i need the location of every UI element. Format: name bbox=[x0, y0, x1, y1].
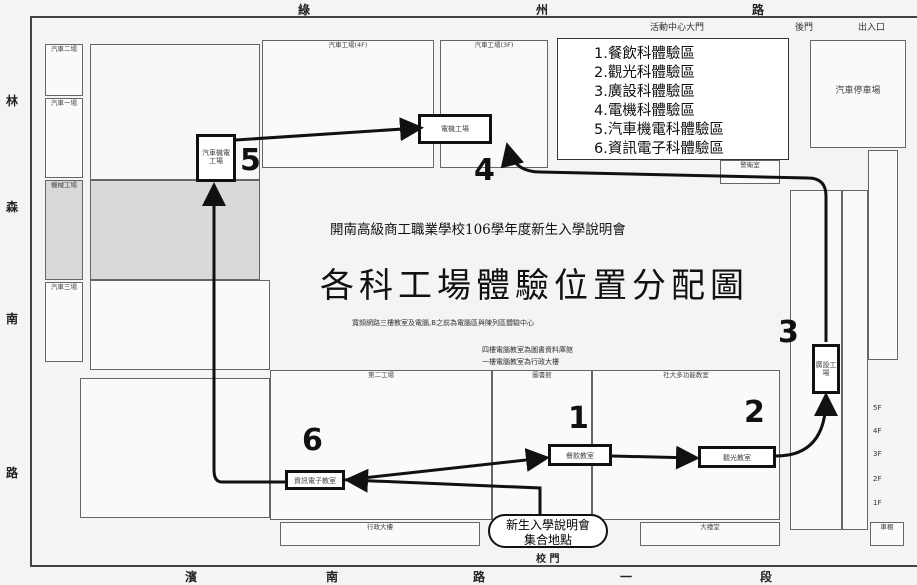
marker-2: 2 bbox=[744, 395, 765, 430]
auto-factory-4f-block: 汽車工場(4F) bbox=[262, 40, 434, 168]
road-left-1: 林 bbox=[6, 94, 19, 108]
admin-block: 行政大樓 bbox=[280, 522, 480, 546]
room-4-electrical[interactable]: 電機工場 bbox=[418, 114, 492, 144]
school-gate-label: 校 門 bbox=[536, 554, 560, 565]
road-bottom-3: 路 bbox=[473, 570, 486, 584]
legend-item-6: 6.資訊電子科體驗區 bbox=[594, 141, 724, 157]
bottom-road-line bbox=[30, 565, 917, 567]
left-grid-d bbox=[80, 378, 270, 518]
road-left-2: 森 bbox=[6, 200, 19, 214]
exit-label: 出入口 bbox=[858, 23, 886, 33]
left-grid-c bbox=[90, 280, 270, 370]
auto-factory-3f-block: 汽車工場(3F) bbox=[440, 40, 548, 168]
legend-item-2: 2.觀光科體驗區 bbox=[594, 65, 695, 81]
parking-block: 汽車停車場 bbox=[810, 40, 906, 148]
floor-3f: 3F bbox=[873, 450, 882, 458]
road-left-3: 南 bbox=[6, 312, 19, 326]
community-block: 社大多功能教室 bbox=[592, 370, 780, 520]
road-top-mid: 州 bbox=[536, 3, 549, 17]
marker-6: 6 bbox=[302, 423, 323, 458]
marker-3: 3 bbox=[778, 315, 799, 350]
assembly-line-1: 新生入學說明會 bbox=[505, 518, 590, 532]
road-left-4: 路 bbox=[6, 466, 19, 480]
road-bottom-5: 段 bbox=[760, 570, 773, 584]
side-gate-label: 後門 bbox=[795, 23, 814, 33]
map-title: 各科工場體驗位置分配圖 bbox=[320, 266, 749, 306]
mech-factory-block: 機械工場 bbox=[45, 180, 83, 280]
big-hall-block: 大禮堂 bbox=[640, 522, 780, 546]
assembly-line-2: 集合地點 bbox=[523, 533, 572, 547]
floor-2f: 2F bbox=[873, 475, 882, 483]
floor-1f: 1F bbox=[873, 499, 882, 507]
sports-block: 第二工場 bbox=[270, 370, 492, 520]
assembly-point[interactable]: 新生入學說明會 集合地點 bbox=[488, 514, 608, 548]
note-3: 一樓電腦教室為行政大樓 bbox=[482, 358, 559, 366]
garage-block: 車棚 bbox=[870, 522, 904, 546]
room-1-culinary[interactable]: 餐飲教室 bbox=[548, 444, 612, 466]
marker-1: 1 bbox=[568, 401, 589, 436]
legend-item-5: 5.汽車機電科體驗區 bbox=[594, 122, 724, 138]
guard-block: 警衛室 bbox=[720, 160, 780, 184]
room-5-auto-mechatronics[interactable]: 汽車機電工場 bbox=[196, 134, 236, 182]
car-factory-block: 汽車三場 bbox=[45, 282, 83, 362]
note-2: 四樓電腦教室為圖書資料庫館 bbox=[482, 346, 573, 354]
right-column-b bbox=[842, 190, 868, 530]
legend-item-4: 4.電機科體驗區 bbox=[594, 103, 695, 119]
legend-item-3: 3.廣設科體驗區 bbox=[594, 84, 695, 100]
left-grid-b bbox=[90, 180, 260, 280]
auto-factory-1-block: 汽車一場 bbox=[45, 98, 83, 178]
legend-box: 1.餐飲科體驗區 2.觀光科體驗區 3.廣設科體驗區 4.電機科體驗區 5.汽車… bbox=[557, 38, 789, 160]
road-top-left: 綠 bbox=[298, 3, 311, 17]
floor-5f: 5F bbox=[873, 404, 882, 412]
activity-center-gate-label: 活動中心大門 bbox=[650, 23, 705, 33]
note-1: 寬頻網路三樓教室及電腦,B之前為電腦區與陳列區體驗中心 bbox=[352, 319, 535, 327]
left-road-line bbox=[30, 16, 32, 566]
floor-4f: 4F bbox=[873, 427, 882, 435]
road-bottom-1: 濱 bbox=[185, 570, 198, 584]
legend-item-1: 1.餐飲科體驗區 bbox=[594, 46, 695, 62]
road-top-right: 路 bbox=[752, 3, 765, 17]
room-6-info-electronics[interactable]: 資訊電子教室 bbox=[285, 470, 345, 490]
room-2-tourism[interactable]: 觀光教室 bbox=[698, 446, 776, 468]
road-bottom-2: 南 bbox=[326, 570, 339, 584]
marker-4: 4 bbox=[474, 153, 495, 188]
auto-factory-2-block: 汽車二場 bbox=[45, 44, 83, 96]
map-subtitle: 開南高級商工職業學校106學年度新生入學說明會 bbox=[330, 222, 626, 238]
right-column-c bbox=[868, 150, 898, 360]
marker-5: 5 bbox=[240, 143, 261, 178]
top-road-line bbox=[30, 16, 917, 18]
road-bottom-4: 一 bbox=[620, 570, 633, 584]
